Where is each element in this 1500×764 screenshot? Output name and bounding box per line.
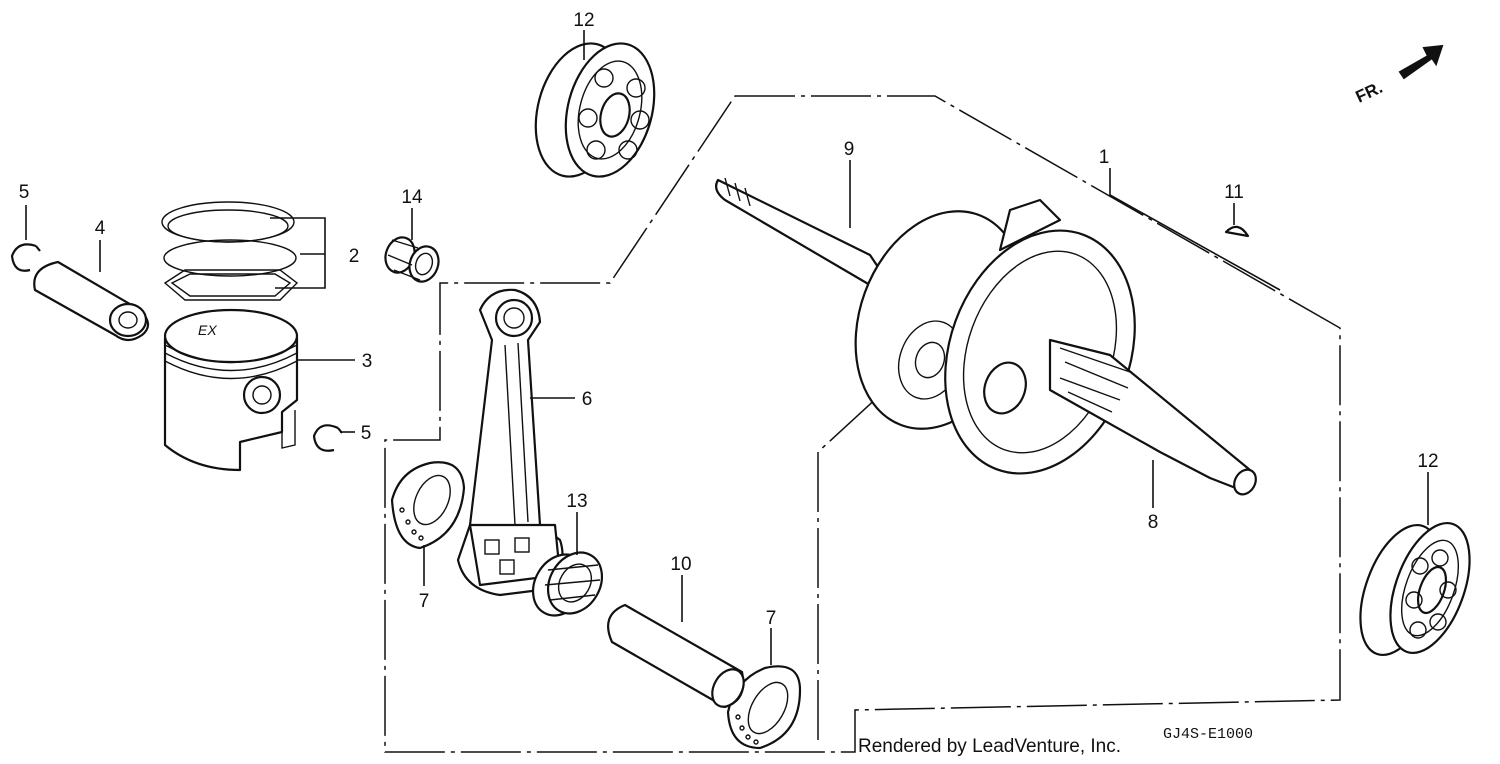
crankshaft-left-shaft [715, 177, 882, 287]
piston-rings [161, 201, 299, 301]
woodruff-key [1224, 225, 1250, 238]
thrust-washer-right [726, 665, 802, 750]
circlip-right [312, 424, 343, 452]
label-part-7-right: 7 [766, 608, 777, 629]
label-part-14: 14 [401, 187, 423, 208]
front-direction-arrow: FR. [1353, 44, 1444, 107]
ball-bearing-right [1359, 521, 1471, 657]
label-part-12-top: 12 [573, 10, 594, 31]
diagram-code: GJ4S-E1000 [1163, 726, 1253, 743]
circlip-left [10, 243, 41, 272]
front-direction-label: FR. [1353, 78, 1386, 107]
svg-text:EX: EX [198, 322, 217, 338]
label-part-9: 9 [844, 139, 855, 160]
piston-pin [33, 260, 150, 342]
crank-web-right [944, 198, 1136, 475]
crank-pin [607, 603, 745, 709]
label-part-13: 13 [566, 491, 587, 512]
connecting-rod [456, 288, 564, 597]
label-part-2: 2 [349, 246, 360, 267]
label-part-7-left: 7 [419, 591, 430, 612]
label-part-4: 4 [95, 218, 106, 239]
label-part-5-right: 5 [361, 423, 372, 444]
label-part-3: 3 [362, 351, 373, 372]
label-part-1: 1 [1099, 147, 1110, 168]
needle-bearing-small-end [384, 236, 440, 283]
piston: EX [163, 308, 299, 472]
label-part-11: 11 [1224, 182, 1244, 203]
assembly-outline [384, 95, 1341, 753]
label-part-5-left: 5 [19, 182, 30, 203]
label-part-8: 8 [1148, 512, 1159, 533]
ball-bearing-top [534, 42, 656, 178]
label-part-10: 10 [670, 554, 691, 575]
credit-text: Rendered by LeadVenture, Inc. [858, 736, 1121, 757]
needle-bearing-big-end [531, 551, 604, 617]
thrust-washer-left [390, 461, 466, 550]
label-part-6: 6 [582, 389, 593, 410]
crankshaft-right-shaft [1048, 338, 1257, 496]
leader-lines [25, 30, 1429, 665]
label-part-12-right: 12 [1417, 451, 1438, 472]
